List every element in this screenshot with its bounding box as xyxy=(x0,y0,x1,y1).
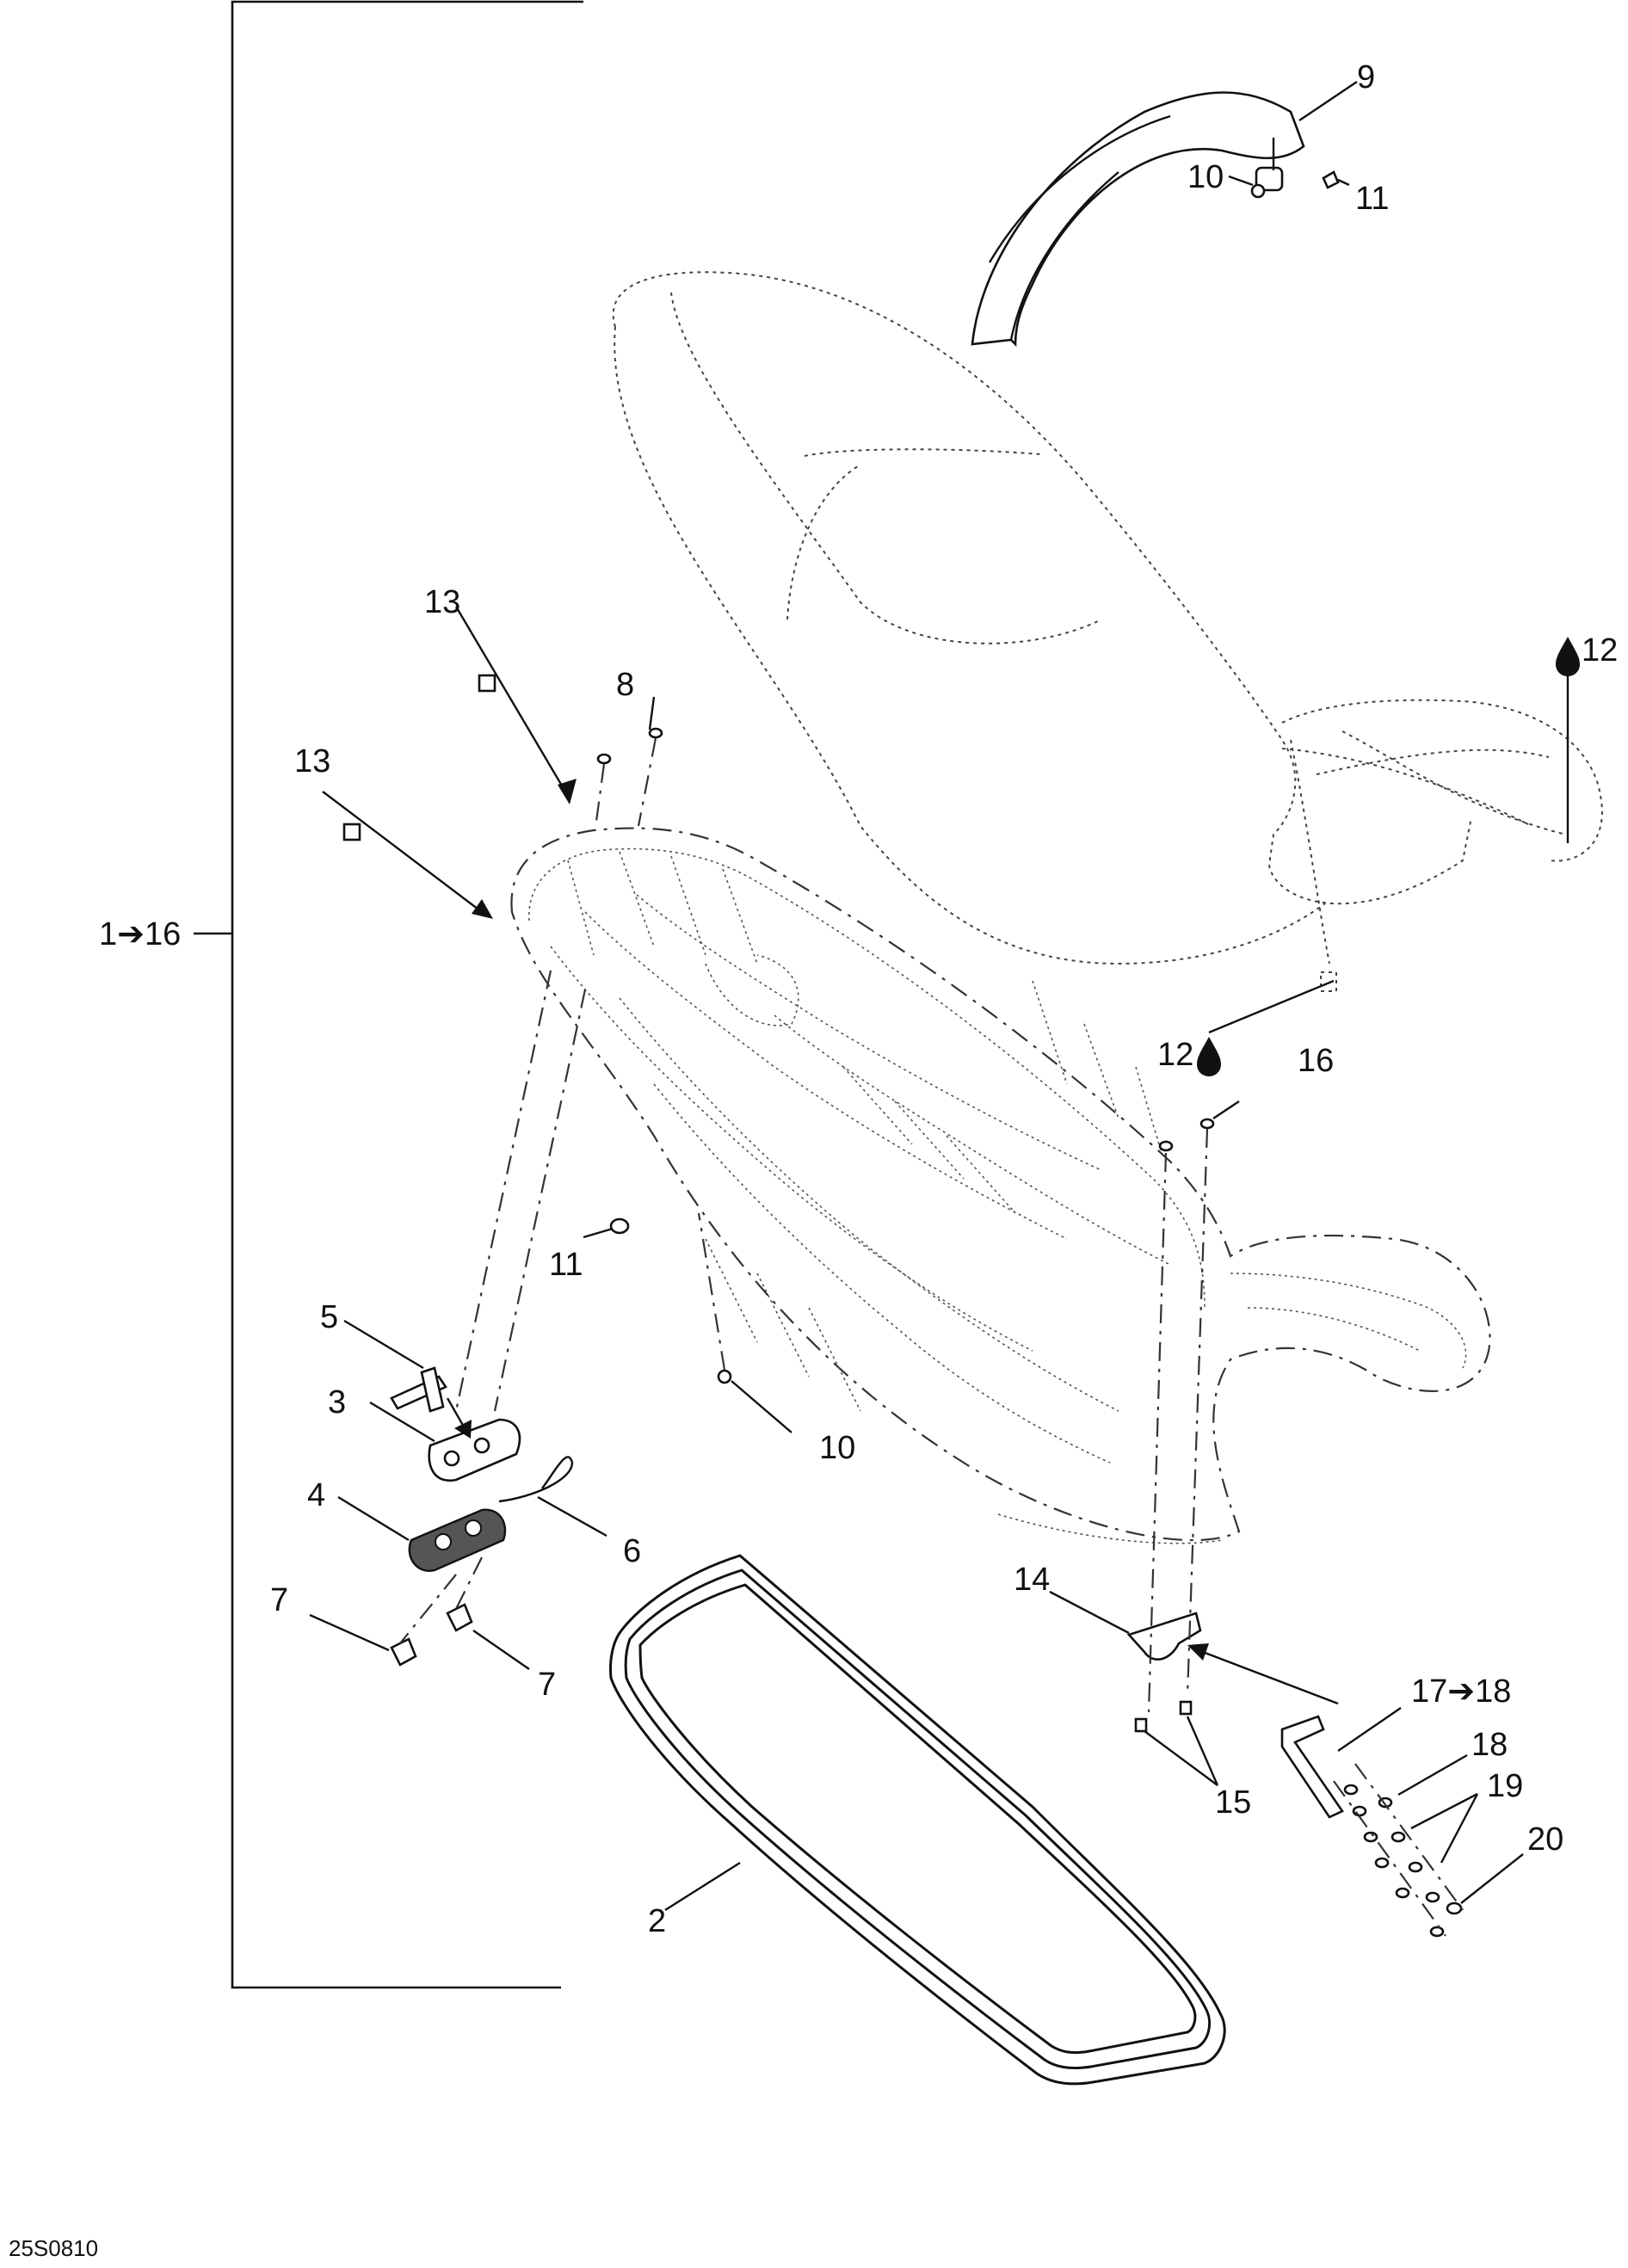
grab-strap xyxy=(971,91,1305,348)
callout-12-lower-label: 12 xyxy=(1157,1037,1193,1073)
leader-lines xyxy=(309,81,1569,1912)
callout-12-right: 12 xyxy=(1556,632,1618,676)
callout-6: 6 xyxy=(623,1533,641,1569)
callout-12-right-label: 12 xyxy=(1582,632,1618,669)
drawing-code: 25S0810 xyxy=(9,2235,98,2261)
small-fasteners xyxy=(342,170,1463,1938)
callouts: 1➔16 9 10 11 12 12 16 8 13 13 11 10 5 3 … xyxy=(99,59,1618,1939)
callout-15: 15 xyxy=(1215,1784,1251,1821)
callout-8: 8 xyxy=(616,667,634,703)
gasket xyxy=(609,1554,1226,2086)
callout-7-right: 7 xyxy=(538,1667,556,1703)
callout-16: 16 xyxy=(1298,1043,1334,1079)
assembly-lines xyxy=(399,737,1464,1937)
callout-7-left: 7 xyxy=(270,1582,288,1618)
callout-4: 4 xyxy=(307,1477,325,1513)
callout-9: 9 xyxy=(1357,59,1375,96)
callout-14: 14 xyxy=(1014,1562,1050,1598)
seat-base xyxy=(510,827,1491,1544)
callout-10-upper: 10 xyxy=(1187,159,1224,195)
callout-13-top: 13 xyxy=(424,584,460,620)
callout-3: 3 xyxy=(328,1384,346,1421)
callout-19: 19 xyxy=(1487,1768,1523,1804)
callout-2: 2 xyxy=(648,1903,666,1939)
callout-11-upper: 11 xyxy=(1355,181,1389,217)
latch-parts xyxy=(390,1366,574,1667)
callout-5: 5 xyxy=(320,1299,338,1335)
callout-11-lower: 11 xyxy=(549,1247,583,1283)
callout-17-18: 17➔18 xyxy=(1411,1673,1511,1710)
callout-assembly: 1➔16 xyxy=(99,916,181,952)
assembly-bracket xyxy=(194,0,583,1989)
callout-18: 18 xyxy=(1471,1727,1508,1763)
callout-13-left: 13 xyxy=(294,743,330,780)
callout-20: 20 xyxy=(1527,1821,1563,1858)
drop-icon xyxy=(1556,637,1580,676)
drop-icon xyxy=(1197,1037,1221,1076)
seat-cover-outline xyxy=(612,271,1603,992)
callout-10-lower: 10 xyxy=(819,1430,855,1466)
callout-12-lower: 12 xyxy=(1157,1037,1221,1076)
